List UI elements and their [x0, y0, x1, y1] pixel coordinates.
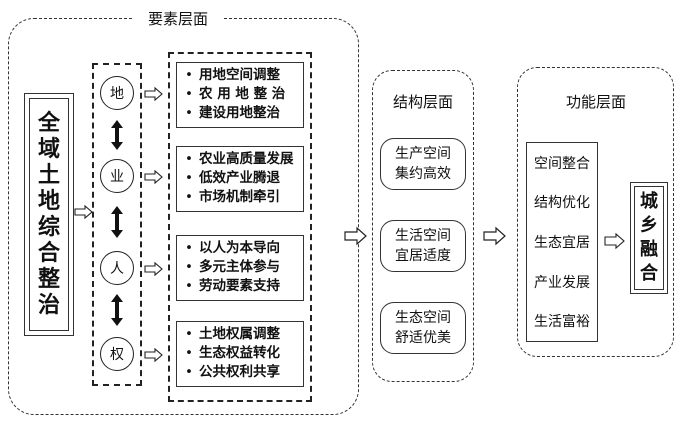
double-arrow-icon — [111, 294, 123, 326]
source-char: 域 — [37, 136, 60, 162]
urban-rural-integration-label: 城 乡 融 合 — [634, 186, 664, 290]
measure-item: 农业高质量发展 — [185, 150, 303, 169]
arrow-icon — [74, 204, 93, 220]
measure-group-land: 用地空间调整 农 用 地 整 治 建设用地整治 — [176, 62, 304, 128]
measure-group-rights: 土地权属调整 生态权益转化 公共权利共享 — [176, 321, 304, 387]
source-char: 合 — [37, 240, 60, 266]
function-item: 生活富裕 — [534, 314, 590, 331]
source-char: 整 — [37, 266, 60, 292]
function-level-title: 功能层面 — [565, 93, 626, 111]
outcome-char: 城 — [640, 191, 658, 212]
measure-group-industry: 农业高质量发展 低效产业腾退 市场机制牵引 — [176, 146, 304, 212]
production-space-box: 生产空间 集约高效 — [380, 138, 466, 190]
source-char: 土 — [37, 162, 60, 188]
function-level-panel — [517, 67, 674, 357]
measure-item: 以人为本导向 — [185, 239, 303, 258]
measure-item: 农 用 地 整 治 — [185, 85, 303, 104]
function-item: 结构优化 — [534, 195, 590, 212]
measure-item: 公共权利共享 — [185, 363, 303, 382]
function-list-box: 空间整合 结构优化 生态宜居 产业发展 生活富裕 — [526, 142, 598, 342]
box-line: 生产空间 — [395, 146, 451, 162]
land-consolidation-label: 全 域 土 地 综 合 整 治 — [29, 98, 69, 331]
structure-level-panel — [372, 70, 474, 382]
ecological-space-box: 生态空间 舒适优美 — [380, 302, 466, 354]
elements-column — [92, 63, 142, 386]
outcome-char: 融 — [640, 239, 658, 260]
arrow-icon — [144, 347, 163, 363]
measures-column — [168, 52, 312, 402]
measure-item: 劳动要素支持 — [185, 277, 303, 296]
measure-item: 建设用地整治 — [185, 104, 303, 123]
measure-item: 土地权属调整 — [185, 325, 303, 344]
measure-group-people: 以人为本导向 多元主体参与 劳动要素支持 — [176, 235, 304, 301]
urban-rural-integration-box: 城 乡 融 合 — [630, 182, 668, 294]
element-circle-people: 人 — [100, 251, 134, 285]
land-consolidation-box: 全 域 土 地 综 合 整 治 — [24, 93, 74, 336]
arrow-icon — [144, 261, 163, 277]
outcome-char: 乡 — [640, 215, 658, 236]
arrow-icon — [483, 226, 506, 246]
source-char: 全 — [37, 110, 60, 136]
arrow-icon — [604, 232, 625, 250]
function-item: 空间整合 — [534, 155, 590, 172]
outcome-char: 合 — [640, 263, 658, 284]
measure-item: 生态权益转化 — [185, 344, 303, 363]
box-line: 集约高效 — [395, 166, 451, 182]
function-item: 生态宜居 — [534, 234, 590, 251]
arrow-icon — [144, 169, 163, 185]
box-line: 生活空间 — [395, 228, 451, 244]
element-circle-rights: 权 — [100, 337, 134, 371]
box-line: 宜居适度 — [395, 248, 451, 264]
measure-item: 低效产业腾退 — [185, 169, 303, 188]
element-level-title: 要素层面 — [132, 8, 224, 28]
arrow-icon — [144, 86, 163, 102]
double-arrow-icon — [111, 120, 123, 150]
box-line: 舒适优美 — [395, 330, 451, 346]
element-circle-land: 地 — [100, 76, 134, 110]
measure-item: 多元主体参与 — [185, 258, 303, 277]
source-char: 地 — [37, 188, 60, 214]
function-item: 产业发展 — [534, 274, 590, 291]
source-char: 治 — [37, 292, 60, 318]
measure-item: 用地空间调整 — [185, 66, 303, 85]
measure-item: 市场机制牵引 — [185, 188, 303, 207]
element-circle-industry: 业 — [100, 159, 134, 193]
living-space-box: 生活空间 宜居适度 — [380, 220, 466, 272]
arrow-icon — [344, 226, 367, 246]
structure-level-title: 结构层面 — [392, 93, 453, 111]
source-char: 综 — [37, 214, 60, 240]
double-arrow-icon — [111, 206, 123, 238]
box-line: 生态空间 — [395, 310, 451, 326]
